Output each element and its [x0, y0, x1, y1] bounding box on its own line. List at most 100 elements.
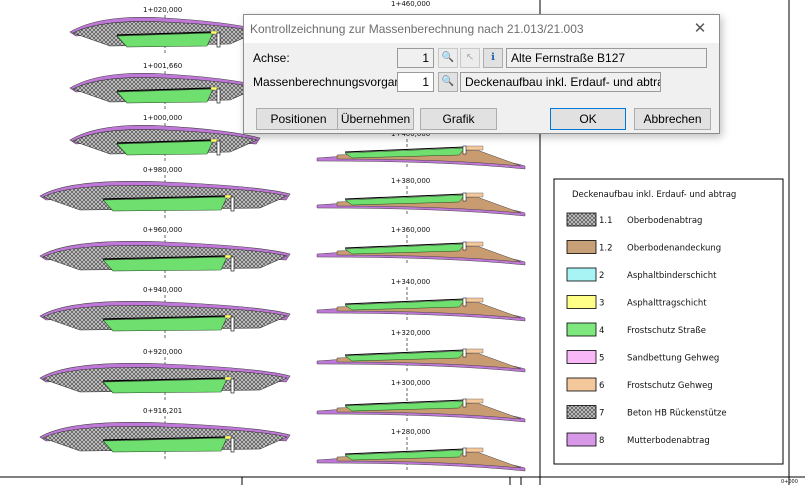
legend-label: Asphaltbinderschicht	[627, 271, 717, 281]
station-label: 1+360,000	[391, 226, 430, 234]
curb-stone	[230, 256, 235, 272]
legend-item: 2 Asphaltbinderschicht	[566, 267, 717, 282]
legend-swatch	[566, 432, 597, 447]
legend-code: 1.2	[599, 244, 613, 254]
curb-stone	[230, 196, 235, 212]
asphalt-edge	[224, 314, 232, 319]
legend-code: 7	[599, 409, 604, 419]
ok-button[interactable]: OK	[550, 108, 626, 130]
road-base-layer	[344, 243, 466, 255]
cross-section-right: 1+300,000	[316, 379, 526, 423]
legend-label: Mutterbodenabtrag	[627, 436, 710, 446]
legend-code: 2	[599, 271, 604, 281]
process-number-field[interactable]: 1	[397, 72, 434, 92]
cross-section-right: 1+340,000	[316, 278, 526, 322]
station-label: 0+916,201	[143, 407, 182, 415]
curb-stone	[230, 378, 235, 394]
road-base-layer	[344, 350, 466, 362]
station-label: 1+300,000	[391, 379, 430, 387]
curb-stone	[462, 297, 467, 307]
process-label: Massenberechnungsvorgang:	[253, 75, 412, 89]
asphalt-edge	[224, 194, 232, 199]
legend-label: Oberbodenandeckung	[627, 244, 721, 254]
curb-stone	[462, 145, 467, 155]
curb-stone	[462, 348, 467, 358]
cross-section-right: 1+360,000	[316, 226, 526, 266]
legend-code: 8	[599, 436, 604, 446]
cancel-button[interactable]: Abbrechen	[634, 108, 711, 130]
legend-code: 1.1	[599, 216, 613, 226]
curb-stone	[462, 398, 467, 408]
control-drawing-dialog: Kontrollzeichnung zur Massenberechnung n…	[243, 14, 720, 134]
curb-stone	[462, 192, 467, 202]
search-icon: 🔍	[441, 76, 455, 87]
road-base-layer	[344, 299, 466, 311]
legend-swatch	[566, 350, 597, 364]
road-surface-line	[344, 448, 466, 455]
cross-section-left: 1+001,660	[69, 62, 261, 110]
sidewalk-layer	[464, 348, 484, 354]
cross-section-right: 1+320,000	[316, 329, 526, 373]
graphic-button[interactable]: Grafik	[420, 108, 497, 130]
legend: Deckenaufbau inkl. Erdauf- und abtrag 1.…	[553, 178, 784, 465]
legend-code: 6	[599, 381, 604, 391]
legend-label: Asphalttragschicht	[627, 299, 707, 309]
cross-section-left: 0+980,000	[39, 166, 291, 218]
search-icon: 🔍	[441, 52, 455, 63]
legend-item: 5 Sandbettung Gehweg	[566, 350, 719, 364]
axis-pick-button[interactable]: ↖	[460, 48, 480, 68]
road-base-layer	[102, 196, 228, 212]
legend-swatch	[566, 405, 597, 419]
legend-code: 4	[599, 326, 604, 336]
legend-code: 3	[599, 299, 604, 309]
road-base-layer	[116, 140, 214, 156]
station-label: 0+940,000	[143, 286, 182, 294]
legend-code: 5	[599, 354, 604, 364]
cross-section-left: 1+020,000	[69, 6, 261, 54]
road-base-layer	[102, 256, 228, 272]
dialog-title: Kontrollzeichnung zur Massenberechnung n…	[250, 22, 584, 36]
legend-item: 1.1 Oberbodenabtrag	[566, 212, 702, 227]
info-icon: ℹ	[491, 52, 495, 63]
sidewalk-layer	[464, 192, 484, 198]
curb-stone	[216, 88, 221, 104]
road-surface-line	[344, 349, 466, 356]
process-search-button[interactable]: 🔍	[438, 72, 458, 92]
station-label: 1+020,000	[143, 6, 182, 14]
legend-label: Sandbettung Gehweg	[627, 354, 719, 364]
road-surface-line	[102, 436, 228, 441]
road-surface-line	[344, 146, 466, 153]
apply-button[interactable]: Übernehmen	[337, 108, 414, 130]
axis-search-button[interactable]: 🔍	[438, 48, 458, 68]
legend-title: Deckenaufbau inkl. Erdauf- und abtrag	[572, 190, 736, 200]
station-label: 1+340,000	[391, 278, 430, 286]
cross-section-left: 0+960,000	[39, 226, 291, 278]
cross-section-left: 0+916,201	[39, 407, 291, 459]
positions-button[interactable]: Positionen	[256, 108, 341, 130]
close-icon[interactable]: ✕	[693, 20, 707, 37]
station-label: 1+001,660	[143, 62, 182, 70]
road-surface-line	[344, 193, 466, 200]
road-base-layer	[102, 378, 228, 394]
curb-stone	[230, 437, 235, 453]
legend-item: 8 Mutterbodenabtrag	[566, 432, 710, 447]
axis-info-button[interactable]: ℹ	[483, 48, 503, 68]
road-base-layer	[116, 88, 214, 104]
asphalt-edge	[210, 138, 218, 143]
axis-number-field[interactable]: 1	[397, 48, 434, 68]
curb-stone	[216, 32, 221, 48]
asphalt-edge	[224, 254, 232, 259]
cross-section-right: 1+460,000	[391, 0, 430, 8]
cross-section-left: 1+000,000	[69, 114, 261, 162]
road-surface-line	[116, 31, 214, 36]
station-label: 0+960,000	[143, 226, 182, 234]
legend-swatch	[566, 240, 597, 254]
legend-swatch	[566, 267, 597, 282]
asphalt-edge	[224, 376, 232, 381]
asphalt-edge	[210, 86, 218, 91]
legend-label: Oberbodenabtrag	[627, 216, 702, 226]
road-surface-line	[344, 399, 466, 406]
dialog-titlebar[interactable]: Kontrollzeichnung zur Massenberechnung n…	[244, 15, 719, 43]
station-label: 1+320,000	[391, 329, 430, 337]
